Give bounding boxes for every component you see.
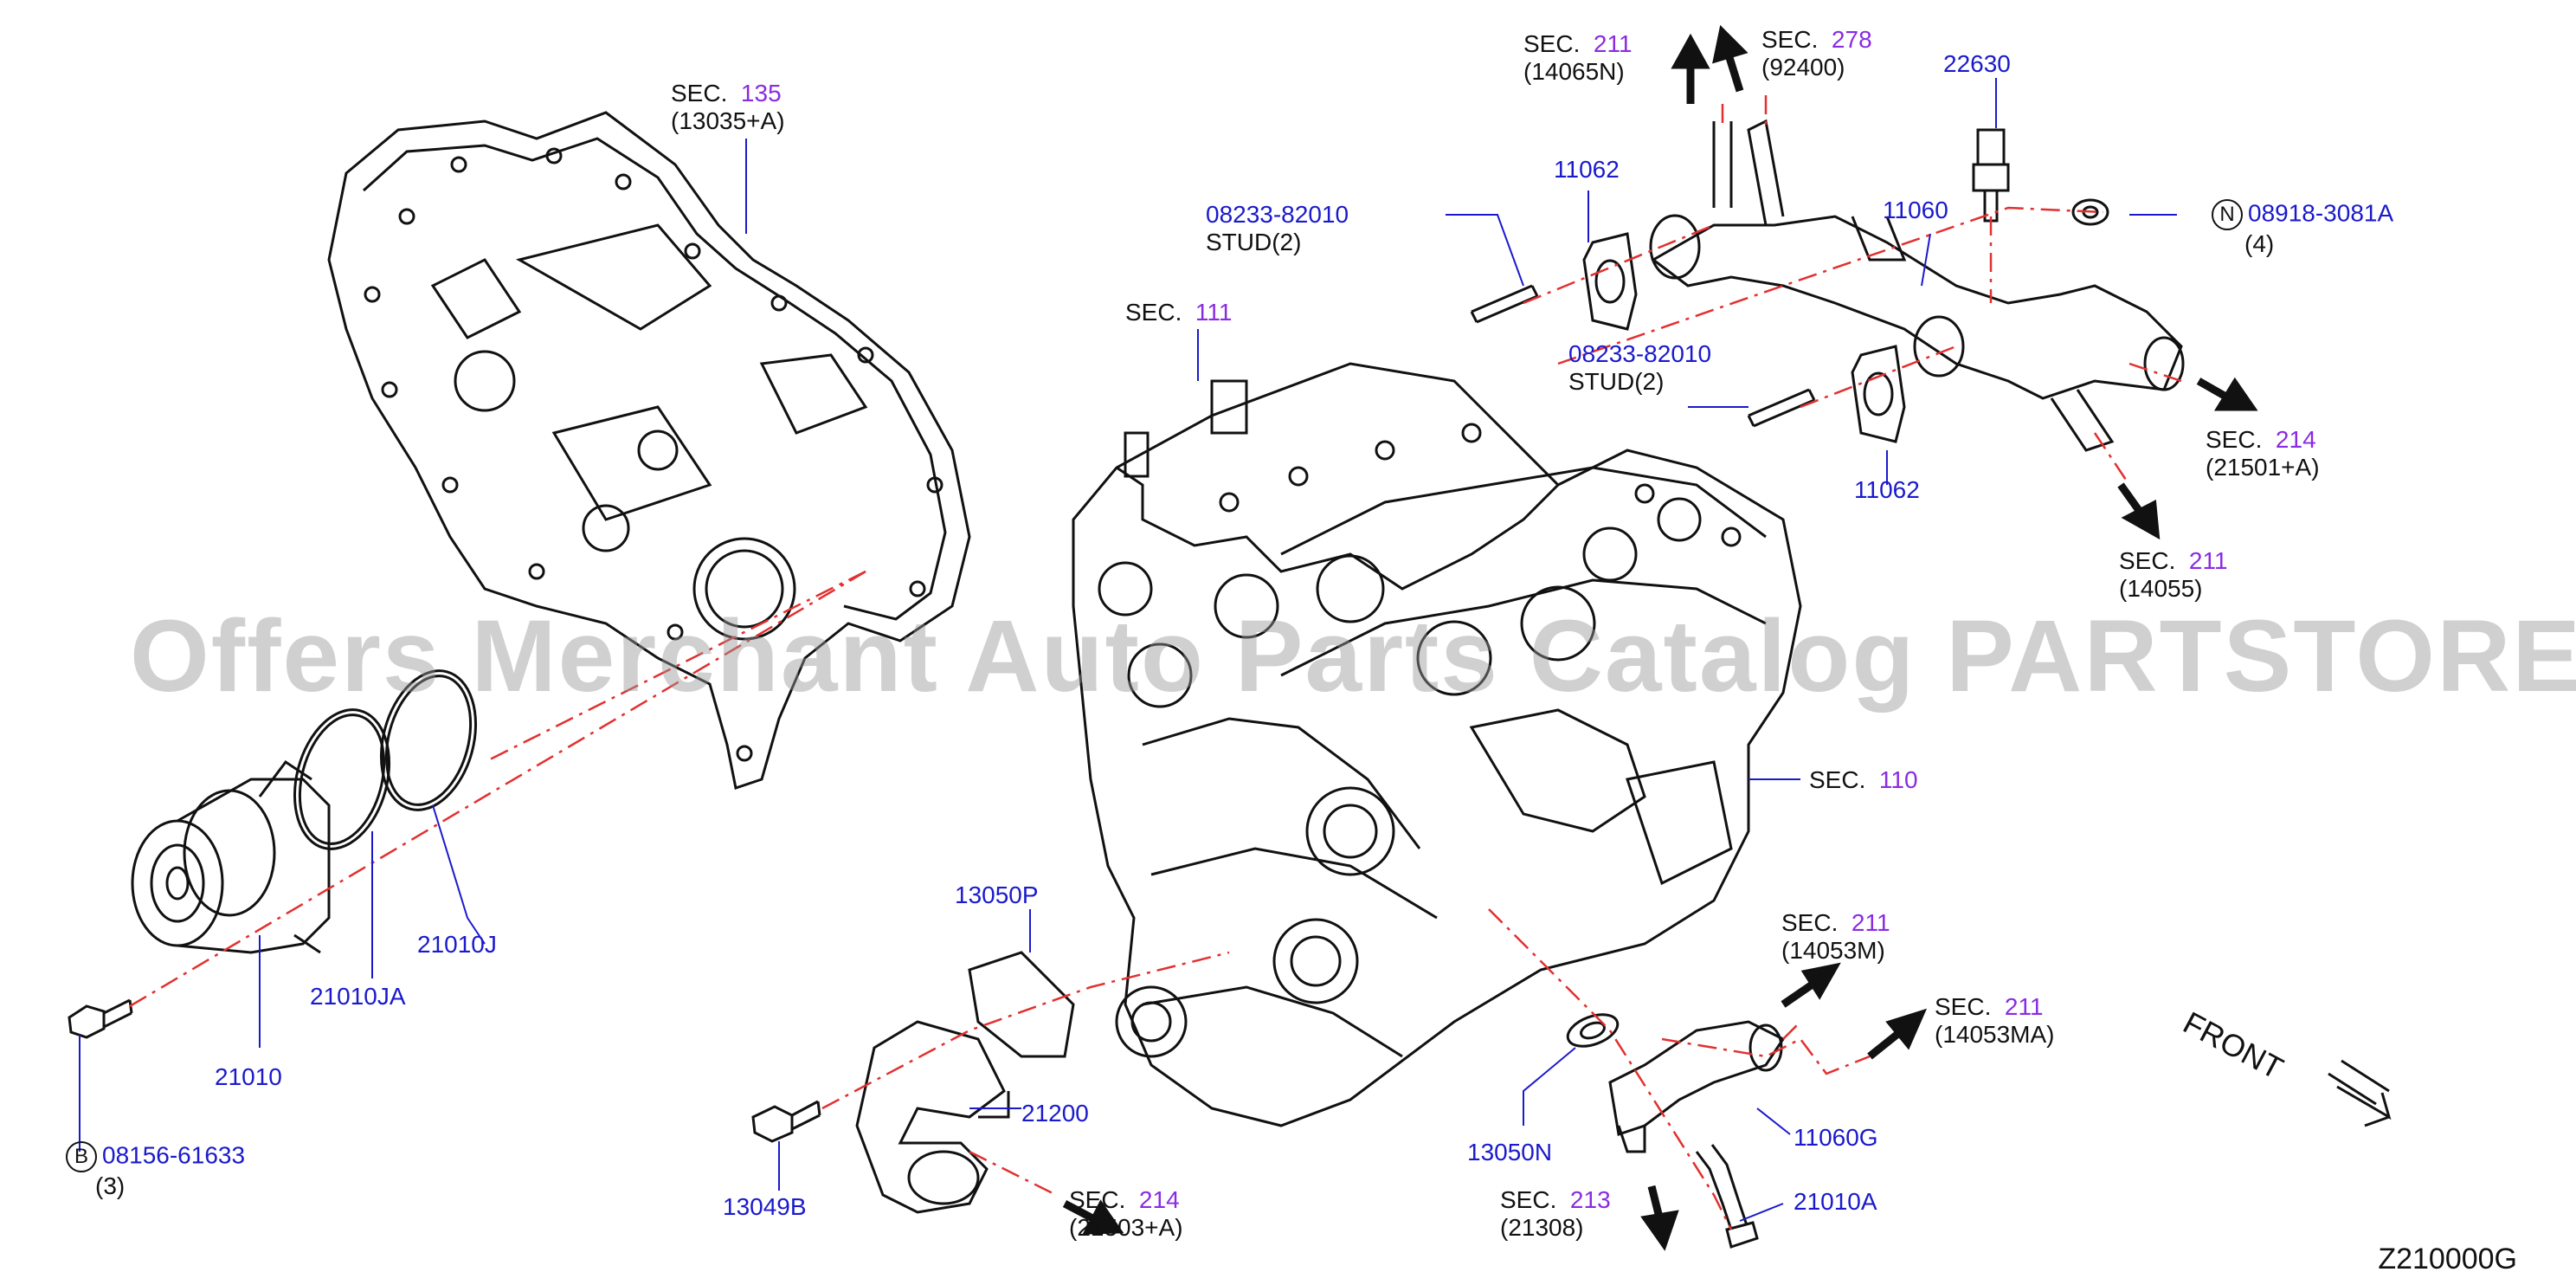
engine-block-drawing <box>1072 362 1802 1127</box>
part-number: 08918-3081A <box>2248 199 2394 227</box>
o-ring-21010j-drawing <box>379 669 478 811</box>
label-sec214-bottom[interactable]: SEC. 214 (21503+A) <box>1069 1186 1183 1242</box>
n-symbol-icon: N <box>2212 199 2243 230</box>
sec-text: SEC. <box>1809 766 1866 793</box>
sec-text: SEC. <box>1761 26 1819 53</box>
sec-ref: (14053MA) <box>1935 1021 2055 1048</box>
o-ring-21010ja-drawing <box>293 708 391 850</box>
bolt-13049b-drawing <box>751 1100 821 1143</box>
sec-text: SEC. <box>1935 993 1992 1020</box>
b-symbol-icon: B <box>66 1141 97 1172</box>
sec-number: 111 <box>1195 299 1233 326</box>
part-number: 08233-82010 <box>1568 340 1712 367</box>
bolt-08156-drawing <box>68 998 133 1039</box>
stud-top-drawing <box>1470 284 1539 324</box>
part-11062-bottom[interactable]: 11062 <box>1854 476 1920 503</box>
section-arrows <box>1062 24 2258 1251</box>
sec-ref: (14053M) <box>1781 937 1885 964</box>
sec-ref: (14065N) <box>1523 58 1625 85</box>
label-sec214-right[interactable]: SEC. 214 (21501+A) <box>2206 426 2320 481</box>
leader-lines <box>79 78 2177 1222</box>
label-sec211-ma[interactable]: SEC. 211 (14053MA) <box>1935 993 2055 1049</box>
label-sec211-mid[interactable]: SEC. 211 (14055) <box>2119 547 2228 603</box>
diagram-code: Z210000G <box>2378 1243 2517 1275</box>
label-sec211-m[interactable]: SEC. 211 (14053M) <box>1781 909 1890 965</box>
part-qty: (4) <box>2244 230 2275 257</box>
part-13049b[interactable]: 13049B <box>723 1193 807 1220</box>
part-name: STUD(2) <box>1568 368 1665 395</box>
label-sec110[interactable]: SEC. 110 <box>1809 766 1918 794</box>
sec-ref: (21308) <box>1500 1214 1584 1241</box>
part-name: STUD(2) <box>1206 229 1302 255</box>
part-21010[interactable]: 21010 <box>215 1063 282 1090</box>
sec-text: SEC. <box>1781 909 1839 936</box>
water-inlet-11060g-drawing <box>1608 1020 1786 1153</box>
label-sec135[interactable]: SEC. 135 (13035+A) <box>671 80 785 135</box>
label-stud-bottom[interactable]: 08233-82010 STUD(2) <box>1568 340 1711 396</box>
sec-number: 135 <box>740 80 782 107</box>
sec-ref: (21503+A) <box>1069 1214 1183 1241</box>
label-sec211-top[interactable]: SEC. 211 (14065N) <box>1523 30 1633 86</box>
part-21010a[interactable]: 21010A <box>1794 1188 1877 1215</box>
sec-text: SEC. <box>2206 426 2263 453</box>
thermostat-housing-drawing <box>855 1020 1010 1214</box>
part-number: 08233-82010 <box>1206 201 1349 228</box>
sec-number: 211 <box>2004 993 2044 1020</box>
sensor-22630-drawing <box>1972 128 2010 223</box>
gasket-13050p-drawing <box>968 951 1075 1058</box>
part-21010j[interactable]: 21010J <box>417 931 497 958</box>
part-13050n[interactable]: 13050N <box>1467 1139 1553 1166</box>
label-sec213[interactable]: SEC. 213 (21308) <box>1500 1186 1611 1242</box>
part-number: 08156-61633 <box>102 1141 246 1169</box>
sec-text: SEC. <box>671 80 728 107</box>
part-11060[interactable]: 11060 <box>1883 197 1948 223</box>
part-13050p[interactable]: 13050P <box>955 881 1039 908</box>
sec-number: 278 <box>1831 26 1872 53</box>
sec-number: 211 <box>1593 30 1633 57</box>
front-cover-drawing <box>327 111 971 790</box>
sec-text: SEC. <box>2119 547 2176 574</box>
sec-number: 211 <box>1851 909 1890 936</box>
sec-number: 213 <box>1569 1186 1611 1213</box>
sec-text: SEC. <box>1069 1186 1126 1213</box>
part-22630[interactable]: 22630 <box>1943 50 2011 77</box>
part-21010ja[interactable]: 21010JA <box>310 983 406 1010</box>
stud-bottom-drawing <box>1747 388 1816 428</box>
gasket-11062-top-drawing <box>1582 232 1638 331</box>
part-11062-top[interactable]: 11062 <box>1554 156 1620 183</box>
front-direction-arrow <box>2328 1059 2392 1127</box>
part-qty: (3) <box>95 1172 126 1199</box>
sec-text: SEC. <box>1500 1186 1557 1213</box>
part-21200[interactable]: 21200 <box>1021 1100 1089 1127</box>
sec-number: 110 <box>1878 766 1918 793</box>
sec-number: 211 <box>2188 547 2228 574</box>
label-sec111[interactable]: SEC. 111 <box>1125 299 1232 326</box>
gasket-13050n-drawing <box>1566 1013 1620 1048</box>
label-sec278[interactable]: SEC. 278 (92400) <box>1761 26 1872 81</box>
sec-text: SEC. <box>1523 30 1581 57</box>
sec-ref: (92400) <box>1761 54 1845 81</box>
alignment-lines <box>129 95 2182 1230</box>
gasket-11062-bottom-drawing <box>1851 345 1906 443</box>
sec-ref: (21501+A) <box>2206 454 2320 481</box>
label-stud-top[interactable]: 08233-82010 STUD(2) <box>1206 201 1349 256</box>
watermark: Offers Merchant Auto Parts Catalog PARTS… <box>130 599 2576 714</box>
sec-number: 214 <box>1138 1186 1180 1213</box>
sec-text: SEC. <box>1125 299 1182 326</box>
water-outlet-pipe-drawing <box>1649 119 2185 452</box>
sec-ref: (14055) <box>2119 575 2203 602</box>
bolt-21010a-drawing <box>1695 1144 1759 1249</box>
part-11060g[interactable]: 11060G <box>1794 1124 1878 1151</box>
sec-number: 214 <box>2275 426 2316 453</box>
sec-ref: (13035+A) <box>671 107 785 134</box>
